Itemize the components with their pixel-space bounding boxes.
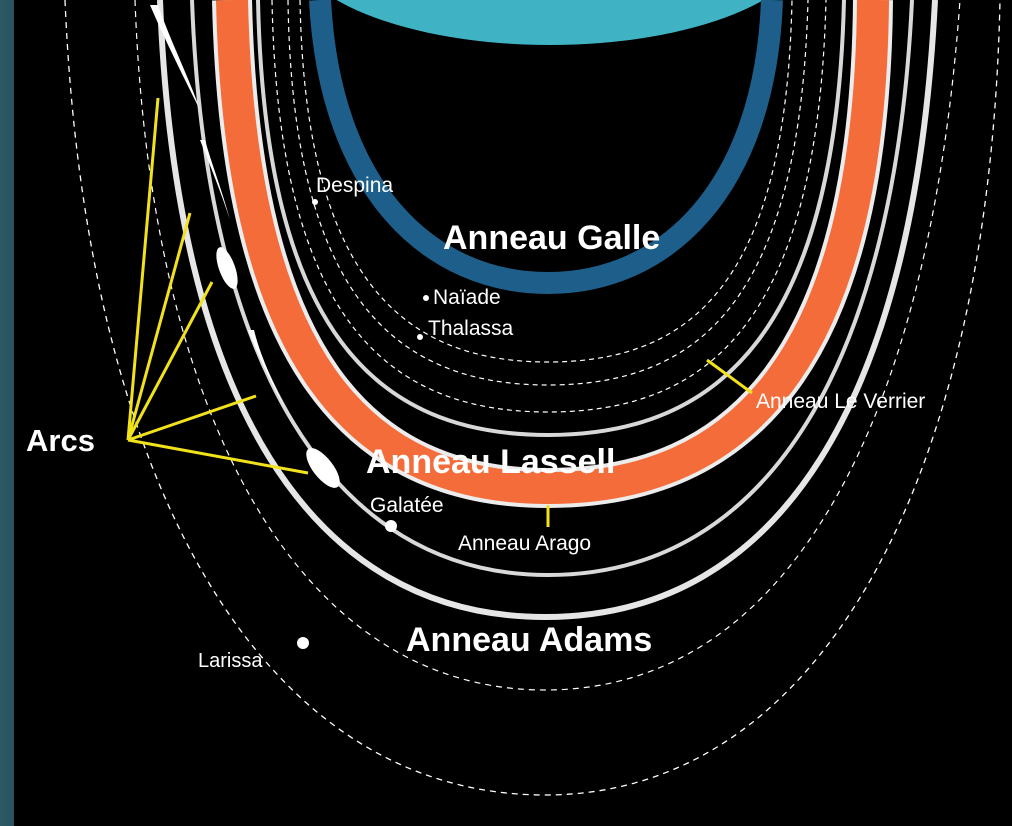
- moon-thalassa: [417, 334, 423, 340]
- arc-1: [150, 5, 200, 110]
- label-anneau-adams: Anneau Adams: [406, 621, 652, 659]
- label-thalassa: Thalassa: [428, 317, 514, 340]
- label-larissa: Larissa: [198, 650, 263, 672]
- moon-naiade: [423, 295, 429, 301]
- label-anneau-galle: Anneau Galle: [443, 219, 660, 257]
- label-anneau-lassell: Anneau Lassell: [366, 443, 615, 481]
- orbit-naiade: [299, 0, 793, 363]
- moon-despina: [312, 199, 318, 205]
- arc-4: [248, 330, 285, 408]
- ring-adams: [157, 0, 938, 621]
- label-despina: Despina: [316, 174, 393, 197]
- ring-arago: [190, 0, 914, 578]
- orbit-galatee: [134, 0, 961, 691]
- arcs-pointer-lines: [126, 97, 309, 475]
- arcs-pointer-4: [127, 394, 257, 442]
- arcs-pointer-3: [126, 281, 214, 441]
- arc-3: [216, 247, 238, 289]
- le-verrier-pointer: [706, 358, 753, 395]
- arc-5: [306, 448, 340, 488]
- adams-arcs: [150, 5, 340, 488]
- label-anneau-arago: Anneau Arago: [458, 532, 591, 555]
- ring-le-verrier: [256, 0, 846, 438]
- orbit-larissa: [64, 0, 1001, 796]
- orbit-despina: [271, 0, 827, 413]
- label-arcs: Arcs: [26, 423, 95, 458]
- planet-neptune: [336, 0, 764, 45]
- moon-galatee: [385, 520, 397, 532]
- arcs-pointer-1: [126, 97, 160, 441]
- arcs-pointer-2: [126, 212, 192, 441]
- label-anneau-le-verrier: Anneau Le Verrier: [756, 390, 925, 413]
- ring-lassell: [216, 0, 889, 505]
- orbit-thalassa: [287, 0, 809, 386]
- ring-galle: [309, 0, 783, 295]
- label-naiade: Naïade: [433, 286, 501, 309]
- moon-larissa: [297, 637, 309, 649]
- label-galatee: Galatée: [370, 494, 444, 517]
- arcs-pointer-5: [127, 438, 309, 475]
